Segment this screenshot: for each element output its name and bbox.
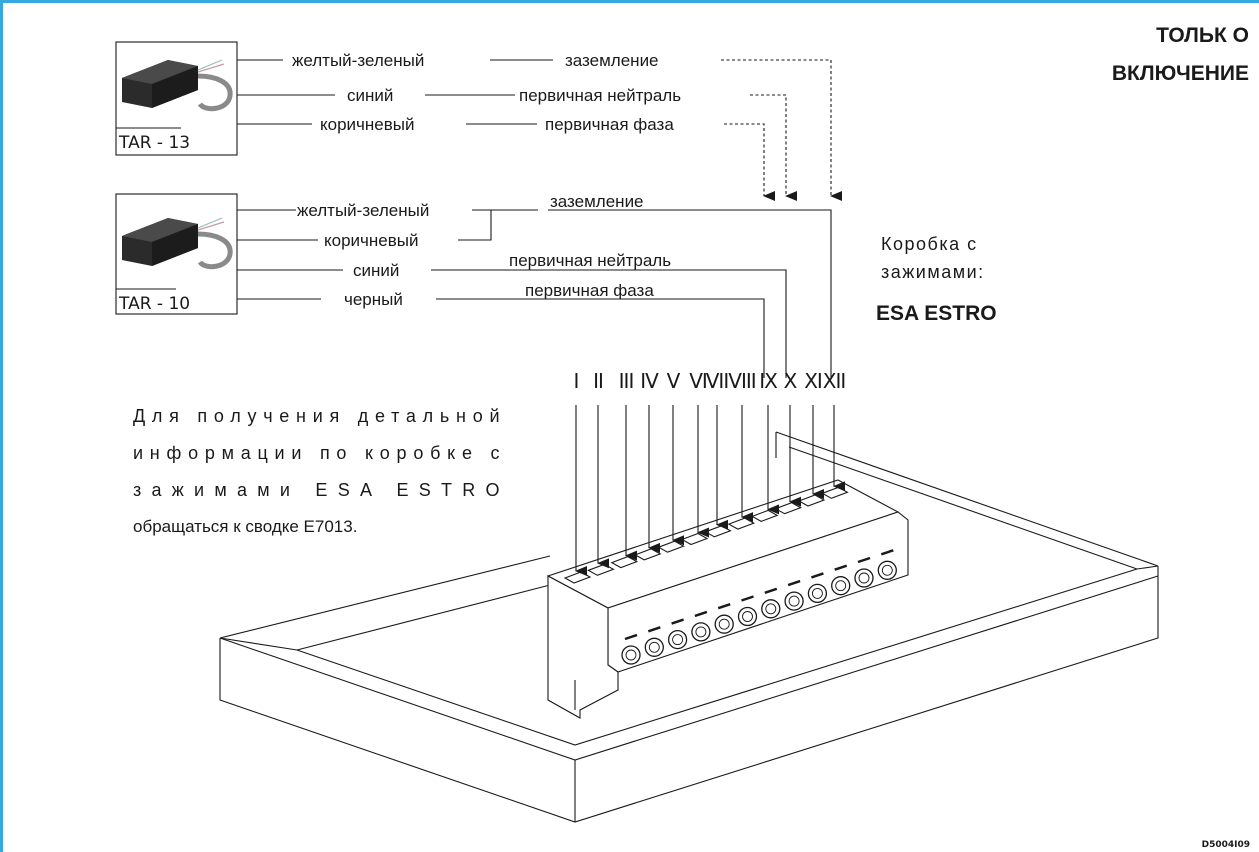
terminal-arrows bbox=[575, 405, 845, 576]
terminal-tab-11 bbox=[857, 556, 871, 564]
terminal-screw-head-6 bbox=[742, 611, 753, 622]
terminal-tab-3 bbox=[671, 618, 684, 625]
terminal-tab-2 bbox=[647, 626, 661, 633]
terminal-box-caption-2: зажимами: bbox=[881, 262, 985, 282]
terminal-screw-6 bbox=[737, 606, 758, 627]
tar13-wire-yellow-green: желтый-зеленый bbox=[292, 51, 424, 70]
terminal-screw-2 bbox=[644, 637, 664, 657]
title-line-2: ВКЛЮЧЕНИЕ bbox=[1112, 62, 1249, 85]
terminal-tab-4 bbox=[694, 610, 708, 618]
terminal-slot-11 bbox=[797, 494, 826, 507]
terminal-screw-head-1 bbox=[625, 649, 637, 661]
tar10-transformer-icon bbox=[122, 217, 233, 270]
terminal-screw-head-12 bbox=[881, 564, 893, 576]
terminal-screw-head-3 bbox=[672, 634, 684, 646]
terminal-screw-1 bbox=[621, 645, 641, 665]
terminal-slot-8 bbox=[727, 517, 756, 530]
terminal-screw-head-7 bbox=[765, 603, 777, 615]
terminal-tab-8 bbox=[787, 579, 801, 587]
terminal-numeral-3: III bbox=[619, 369, 634, 393]
terminal-numeral-9: IX bbox=[759, 369, 778, 393]
tar13-func-neutral: первичная нейтраль bbox=[519, 86, 681, 105]
drawing-code: D5004I09 bbox=[1202, 840, 1250, 850]
terminal-numeral-6: VI bbox=[689, 369, 707, 393]
terminal-numeral-10: X bbox=[784, 369, 798, 393]
tar10-wire-black: черный bbox=[344, 290, 403, 309]
terminal-numeral-7: VII bbox=[706, 369, 728, 393]
note-line-4: обращаться к сводке E7013. bbox=[133, 517, 357, 536]
tar10-wire-blue: синий bbox=[353, 261, 399, 280]
tar13-wire-blue: синий bbox=[347, 86, 393, 105]
terminal-slot-4 bbox=[633, 548, 662, 561]
note-line-2: информации по коробке с bbox=[133, 443, 501, 463]
enclosure-tray bbox=[219, 431, 1159, 823]
terminal-screw-5 bbox=[714, 614, 734, 634]
tar10-func-neutral: первичная нейтраль bbox=[509, 251, 671, 270]
terminal-screw-7 bbox=[761, 599, 781, 619]
terminal-tab-1 bbox=[624, 633, 638, 641]
terminal-screw-4 bbox=[691, 622, 711, 642]
terminal-numeral-8: VIII bbox=[728, 369, 755, 393]
terminal-numeral-1: I bbox=[574, 369, 579, 393]
tar13-wire-brown: коричневый bbox=[320, 115, 414, 134]
tar10-func-phase: первичная фаза bbox=[525, 281, 654, 300]
terminal-tab-12 bbox=[880, 549, 894, 556]
terminal-slot-10 bbox=[774, 502, 802, 515]
terminal-box-model: ESA ESTRO bbox=[876, 302, 997, 325]
terminal-tab-7 bbox=[764, 587, 778, 594]
terminal-slot-5 bbox=[657, 540, 685, 553]
terminal-screw-8 bbox=[784, 591, 804, 611]
tar10-label: TAR - 10 bbox=[118, 294, 190, 314]
terminal-screws bbox=[621, 549, 897, 665]
title-line-1: ТОЛЬК О bbox=[1156, 24, 1249, 47]
terminal-screw-head-2 bbox=[648, 641, 660, 653]
terminal-screw-head-4 bbox=[695, 626, 707, 638]
terminal-tab-9 bbox=[811, 572, 824, 579]
terminal-tab-10 bbox=[834, 564, 848, 571]
terminal-numeral-5: V bbox=[667, 369, 681, 393]
terminal-screw-11 bbox=[854, 568, 874, 588]
tar13-device: TAR - 13 bbox=[115, 41, 238, 156]
terminal-screw-head-8 bbox=[788, 595, 800, 607]
tar13-label: TAR - 13 bbox=[118, 133, 190, 153]
terminal-screw-10 bbox=[831, 576, 851, 596]
terminal-screw-head-11 bbox=[858, 572, 870, 584]
terminal-block bbox=[546, 479, 909, 719]
terminal-slot-9 bbox=[750, 509, 779, 523]
terminal-screw-head-5 bbox=[718, 618, 730, 630]
tar10-wire-brown: коричневый bbox=[324, 231, 418, 250]
terminal-screw-12 bbox=[877, 560, 897, 580]
tar13-transformer-icon bbox=[122, 59, 233, 112]
terminal-slot-6 bbox=[680, 532, 709, 546]
tar10-device: TAR - 10 bbox=[115, 193, 238, 315]
note-line-1: Для получения детальной bbox=[133, 406, 501, 426]
terminal-numeral-2: II bbox=[593, 369, 603, 393]
terminal-slots bbox=[563, 486, 849, 584]
terminal-screw-head-9 bbox=[811, 587, 823, 599]
terminal-slot-3 bbox=[610, 555, 639, 569]
note-line-3: зажимами ESA ESTRO bbox=[133, 480, 501, 500]
tar13-func-phase: первичная фаза bbox=[545, 115, 674, 134]
terminal-box-caption-1: Коробка с bbox=[881, 234, 978, 254]
tar13-func-ground: заземление bbox=[565, 51, 659, 70]
terminal-numeral-11: XI bbox=[804, 369, 822, 393]
terminal-screw-3 bbox=[667, 629, 688, 650]
terminal-tab-6 bbox=[741, 595, 754, 602]
terminal-screw-head-10 bbox=[835, 580, 847, 592]
tar10-wire-yellow-green: желтый-зеленый bbox=[297, 201, 429, 220]
tar10-func-ground: заземление bbox=[550, 192, 644, 211]
terminal-tab-5 bbox=[717, 603, 731, 610]
terminal-screw-9 bbox=[807, 583, 828, 604]
terminal-numeral-4: IV bbox=[640, 369, 659, 393]
terminal-numeral-12: XII bbox=[823, 369, 846, 393]
